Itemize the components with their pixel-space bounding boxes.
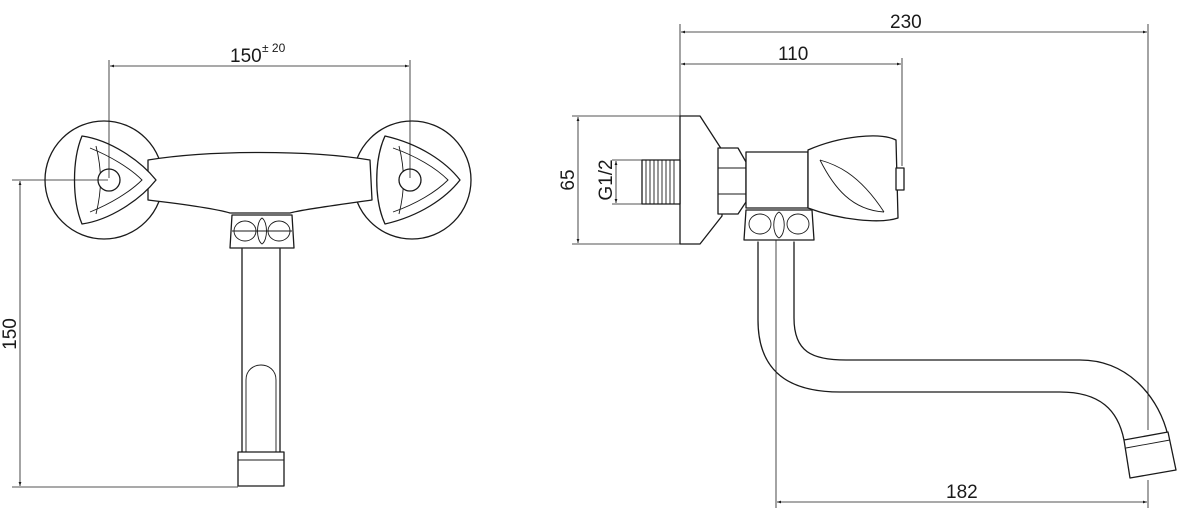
flange-height-dimension: 65 (558, 115, 680, 245)
spout-nut (229, 214, 295, 249)
overall-length-dimension: 230 (679, 12, 1149, 430)
front-spout (237, 248, 285, 487)
thread-label: G1/2 (596, 159, 617, 200)
flange-height-label: 65 (558, 169, 579, 190)
threaded-connector (641, 159, 681, 205)
body-length-label: 110 (778, 44, 808, 65)
front-view: 150 ± 20 150 (0, 41, 472, 488)
valve-body (745, 151, 809, 209)
front-height-label: 150 (0, 318, 21, 350)
thread-dimension: G1/2 (596, 159, 642, 205)
front-height-dimension: 150 (0, 179, 238, 488)
side-view: 230 110 65 G1/2 182 (558, 12, 1177, 508)
mixer-body (147, 151, 373, 214)
overall-length-label: 230 (890, 12, 922, 33)
body-length-dimension: 110 (681, 44, 903, 166)
spacing-label: 150 (230, 46, 262, 67)
side-handle (807, 135, 905, 222)
wall-flange (679, 115, 723, 245)
spacing-tolerance-label: ± 20 (262, 41, 286, 55)
side-spout (757, 241, 1177, 479)
spacing-dimension: 150 ± 20 (108, 41, 411, 178)
side-spout-nut (743, 209, 815, 241)
hex-nut (717, 147, 747, 215)
spout-reach-label: 182 (946, 482, 978, 503)
right-handle (376, 135, 461, 225)
spout-reach-dimension: 182 (775, 240, 1149, 508)
